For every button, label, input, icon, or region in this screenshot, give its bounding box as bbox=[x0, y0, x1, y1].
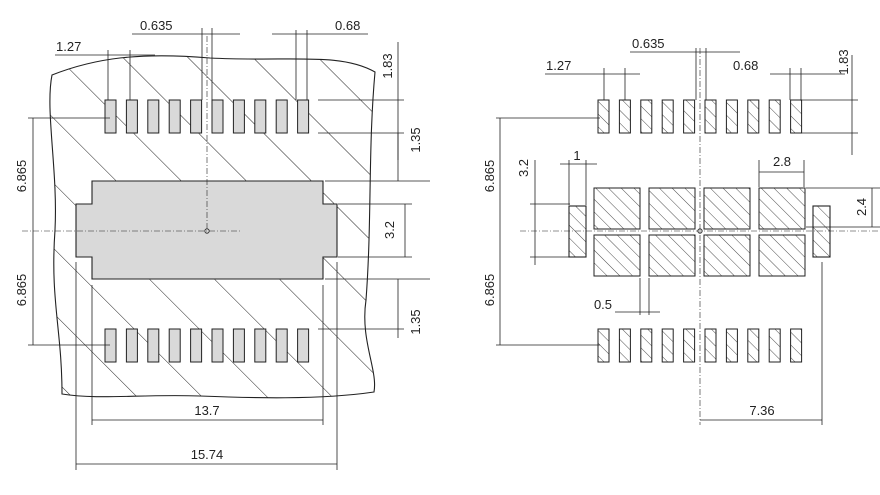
dim-row-bottom: 6.865 bbox=[14, 274, 29, 307]
dim-pad-spacing: 0.68 bbox=[335, 18, 360, 33]
thermal-pad bbox=[593, 234, 641, 277]
pad bbox=[125, 99, 138, 134]
thermal-pad bbox=[703, 187, 751, 230]
pad bbox=[104, 99, 117, 134]
thermal-pad bbox=[593, 187, 641, 230]
bottom-pad-row bbox=[597, 328, 803, 363]
dim-body-width: 13.7 bbox=[194, 403, 219, 418]
pad bbox=[683, 99, 696, 134]
right-view: 0.635 1.27 0.68 1.83 6.865 6.865 3.2 1 2… bbox=[482, 36, 880, 425]
thermal-pad bbox=[648, 234, 696, 277]
dim-row-top: 6.865 bbox=[482, 160, 497, 193]
pad bbox=[232, 328, 245, 363]
dim-pad-length: 1.83 bbox=[380, 53, 395, 78]
dimension-lines bbox=[28, 28, 430, 470]
side-pad-left bbox=[568, 205, 587, 258]
pad bbox=[275, 328, 288, 363]
pad bbox=[125, 328, 138, 363]
dim-pad-spacing: 0.68 bbox=[733, 58, 758, 73]
pad bbox=[725, 328, 738, 363]
pad bbox=[661, 99, 674, 134]
pad bbox=[725, 99, 738, 134]
thermal-pad bbox=[758, 234, 806, 277]
dim-side-pad-offset: 7.36 bbox=[749, 403, 774, 418]
pad bbox=[275, 99, 288, 134]
dim-row-bottom: 6.865 bbox=[482, 274, 497, 307]
dim-overall-width: 15.74 bbox=[191, 447, 224, 462]
thermal-pad bbox=[648, 187, 696, 230]
pad bbox=[768, 328, 781, 363]
dim-pad-pitch: 1.27 bbox=[546, 58, 571, 73]
pad bbox=[254, 328, 267, 363]
side-pad-right bbox=[812, 205, 831, 258]
pad bbox=[211, 328, 224, 363]
pad bbox=[790, 328, 803, 363]
dim-side-pad-width: 1 bbox=[573, 148, 580, 163]
pad bbox=[768, 99, 781, 134]
pad bbox=[232, 99, 245, 134]
dim-side-pad-height: 3.2 bbox=[516, 159, 531, 177]
dim-pad-length: 1.83 bbox=[836, 49, 851, 74]
pad bbox=[168, 99, 181, 134]
dim-thermal-pad-height: 2.4 bbox=[854, 198, 869, 216]
dim-tab-height: 3.2 bbox=[382, 221, 397, 239]
pad bbox=[147, 328, 160, 363]
pad bbox=[254, 99, 267, 134]
pad bbox=[168, 328, 181, 363]
center-mark bbox=[204, 228, 210, 234]
pad bbox=[618, 328, 631, 363]
pad bbox=[297, 328, 310, 363]
pad bbox=[747, 99, 760, 134]
pad bbox=[190, 328, 203, 363]
thermal-pad bbox=[703, 234, 751, 277]
pad bbox=[618, 99, 631, 134]
thermal-pad bbox=[758, 187, 806, 230]
top-pad-row bbox=[104, 99, 310, 134]
center-mark bbox=[697, 228, 703, 234]
pad bbox=[104, 328, 117, 363]
dim-pad-width: 0.635 bbox=[632, 36, 665, 51]
pad bbox=[704, 99, 717, 134]
pad bbox=[704, 328, 717, 363]
left-view: 1.27 0.635 0.68 1.83 6.865 6.865 1.35 3.… bbox=[14, 18, 430, 470]
dim-row-top: 6.865 bbox=[14, 160, 29, 193]
pad bbox=[597, 99, 610, 134]
pad bbox=[297, 99, 310, 134]
pad bbox=[747, 328, 760, 363]
pad bbox=[661, 328, 674, 363]
dim-thermal-pad-width: 2.8 bbox=[773, 154, 791, 169]
bottom-pad-row bbox=[104, 328, 310, 363]
pad bbox=[683, 328, 696, 363]
dim-pad-pitch: 1.27 bbox=[56, 39, 81, 54]
component-body bbox=[75, 180, 338, 280]
dim-thermal-gap: 0.5 bbox=[594, 297, 612, 312]
dim-gap-bottom: 1.35 bbox=[408, 309, 423, 334]
dim-pad-width: 0.635 bbox=[140, 18, 173, 33]
pad bbox=[790, 99, 803, 134]
pad bbox=[190, 99, 203, 134]
pad bbox=[597, 328, 610, 363]
thermal-pad-grid bbox=[593, 187, 806, 277]
pad bbox=[147, 99, 160, 134]
pad bbox=[211, 99, 224, 134]
dimension-lines bbox=[496, 48, 880, 425]
pad bbox=[640, 99, 653, 134]
dim-gap-top: 1.35 bbox=[408, 127, 423, 152]
pad bbox=[640, 328, 653, 363]
